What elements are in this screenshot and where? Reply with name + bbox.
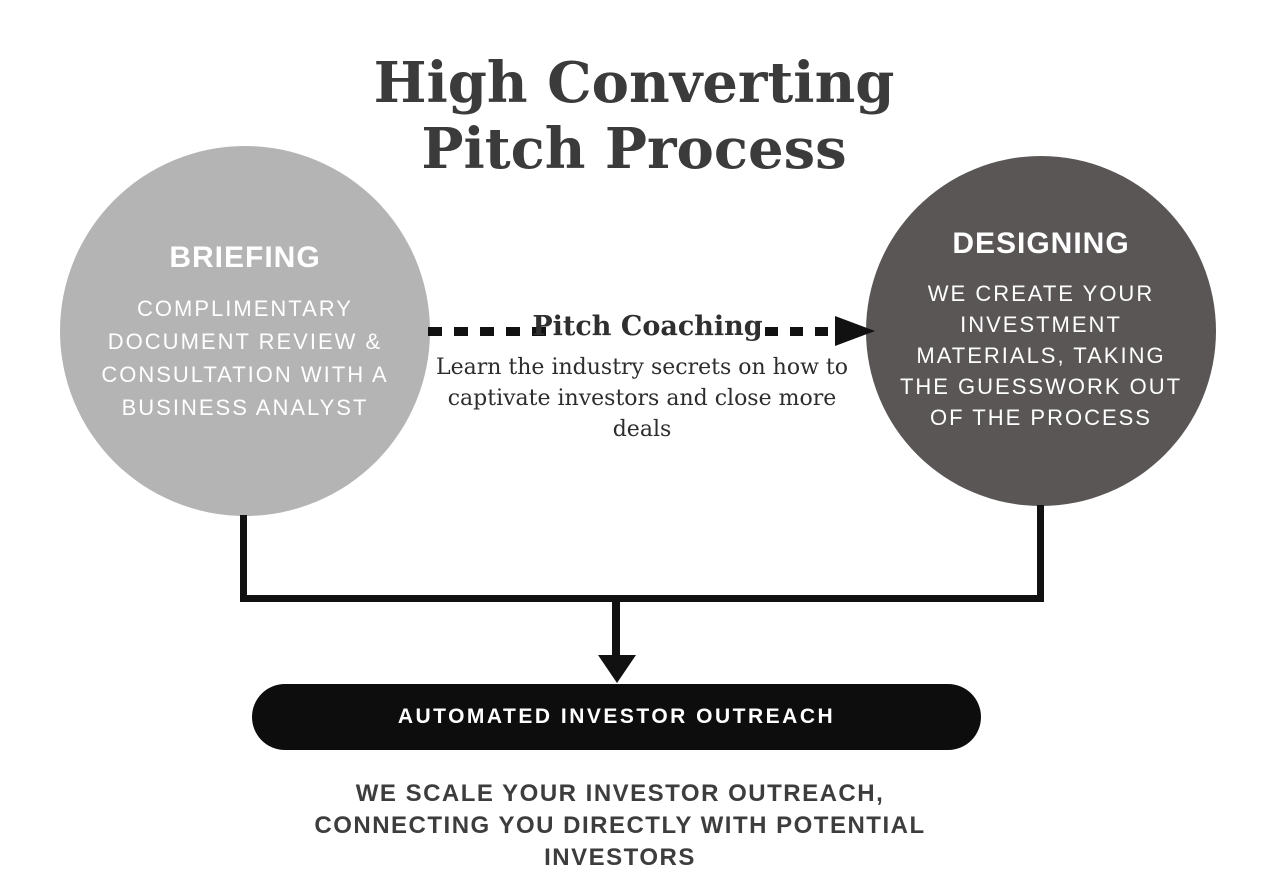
designing-description: WE CREATE YOUR INVESTMENT MATERIALS, TAK…: [899, 281, 1183, 430]
dashed-line-left: [428, 327, 548, 336]
page-title: High Converting Pitch Process: [373, 49, 895, 182]
outreach-description: WE SCALE YOUR INVESTOR OUTREACH, CONNECT…: [314, 780, 926, 871]
briefing-circle: BRIEFING COMPLIMENTARY DOCUMENT REVIEW &…: [60, 146, 430, 516]
coaching-description: Learn the industry secrets on how to cap…: [436, 355, 848, 442]
arrow-right-icon: [835, 316, 875, 346]
connector-line-left: [240, 515, 247, 602]
outreach-label: AUTOMATED INVESTOR OUTREACH: [397, 705, 836, 728]
designing-heading: DESIGNING: [952, 227, 1130, 260]
designing-circle: DESIGNING WE CREATE YOUR INVESTMENT MATE…: [866, 156, 1216, 506]
outreach-pill: AUTOMATED INVESTOR OUTREACH: [252, 684, 981, 750]
connector-line-horizontal: [240, 595, 1044, 602]
coaching-heading: Pitch Coaching: [532, 311, 763, 342]
dashed-line-right: [765, 327, 829, 336]
connector-line-right: [1037, 505, 1044, 602]
briefing-heading: BRIEFING: [169, 241, 321, 274]
arrow-down-icon: [598, 655, 636, 683]
connector-line-center: [612, 601, 620, 655]
briefing-description: COMPLIMENTARY DOCUMENT REVIEW & CONSULTA…: [101, 296, 389, 420]
